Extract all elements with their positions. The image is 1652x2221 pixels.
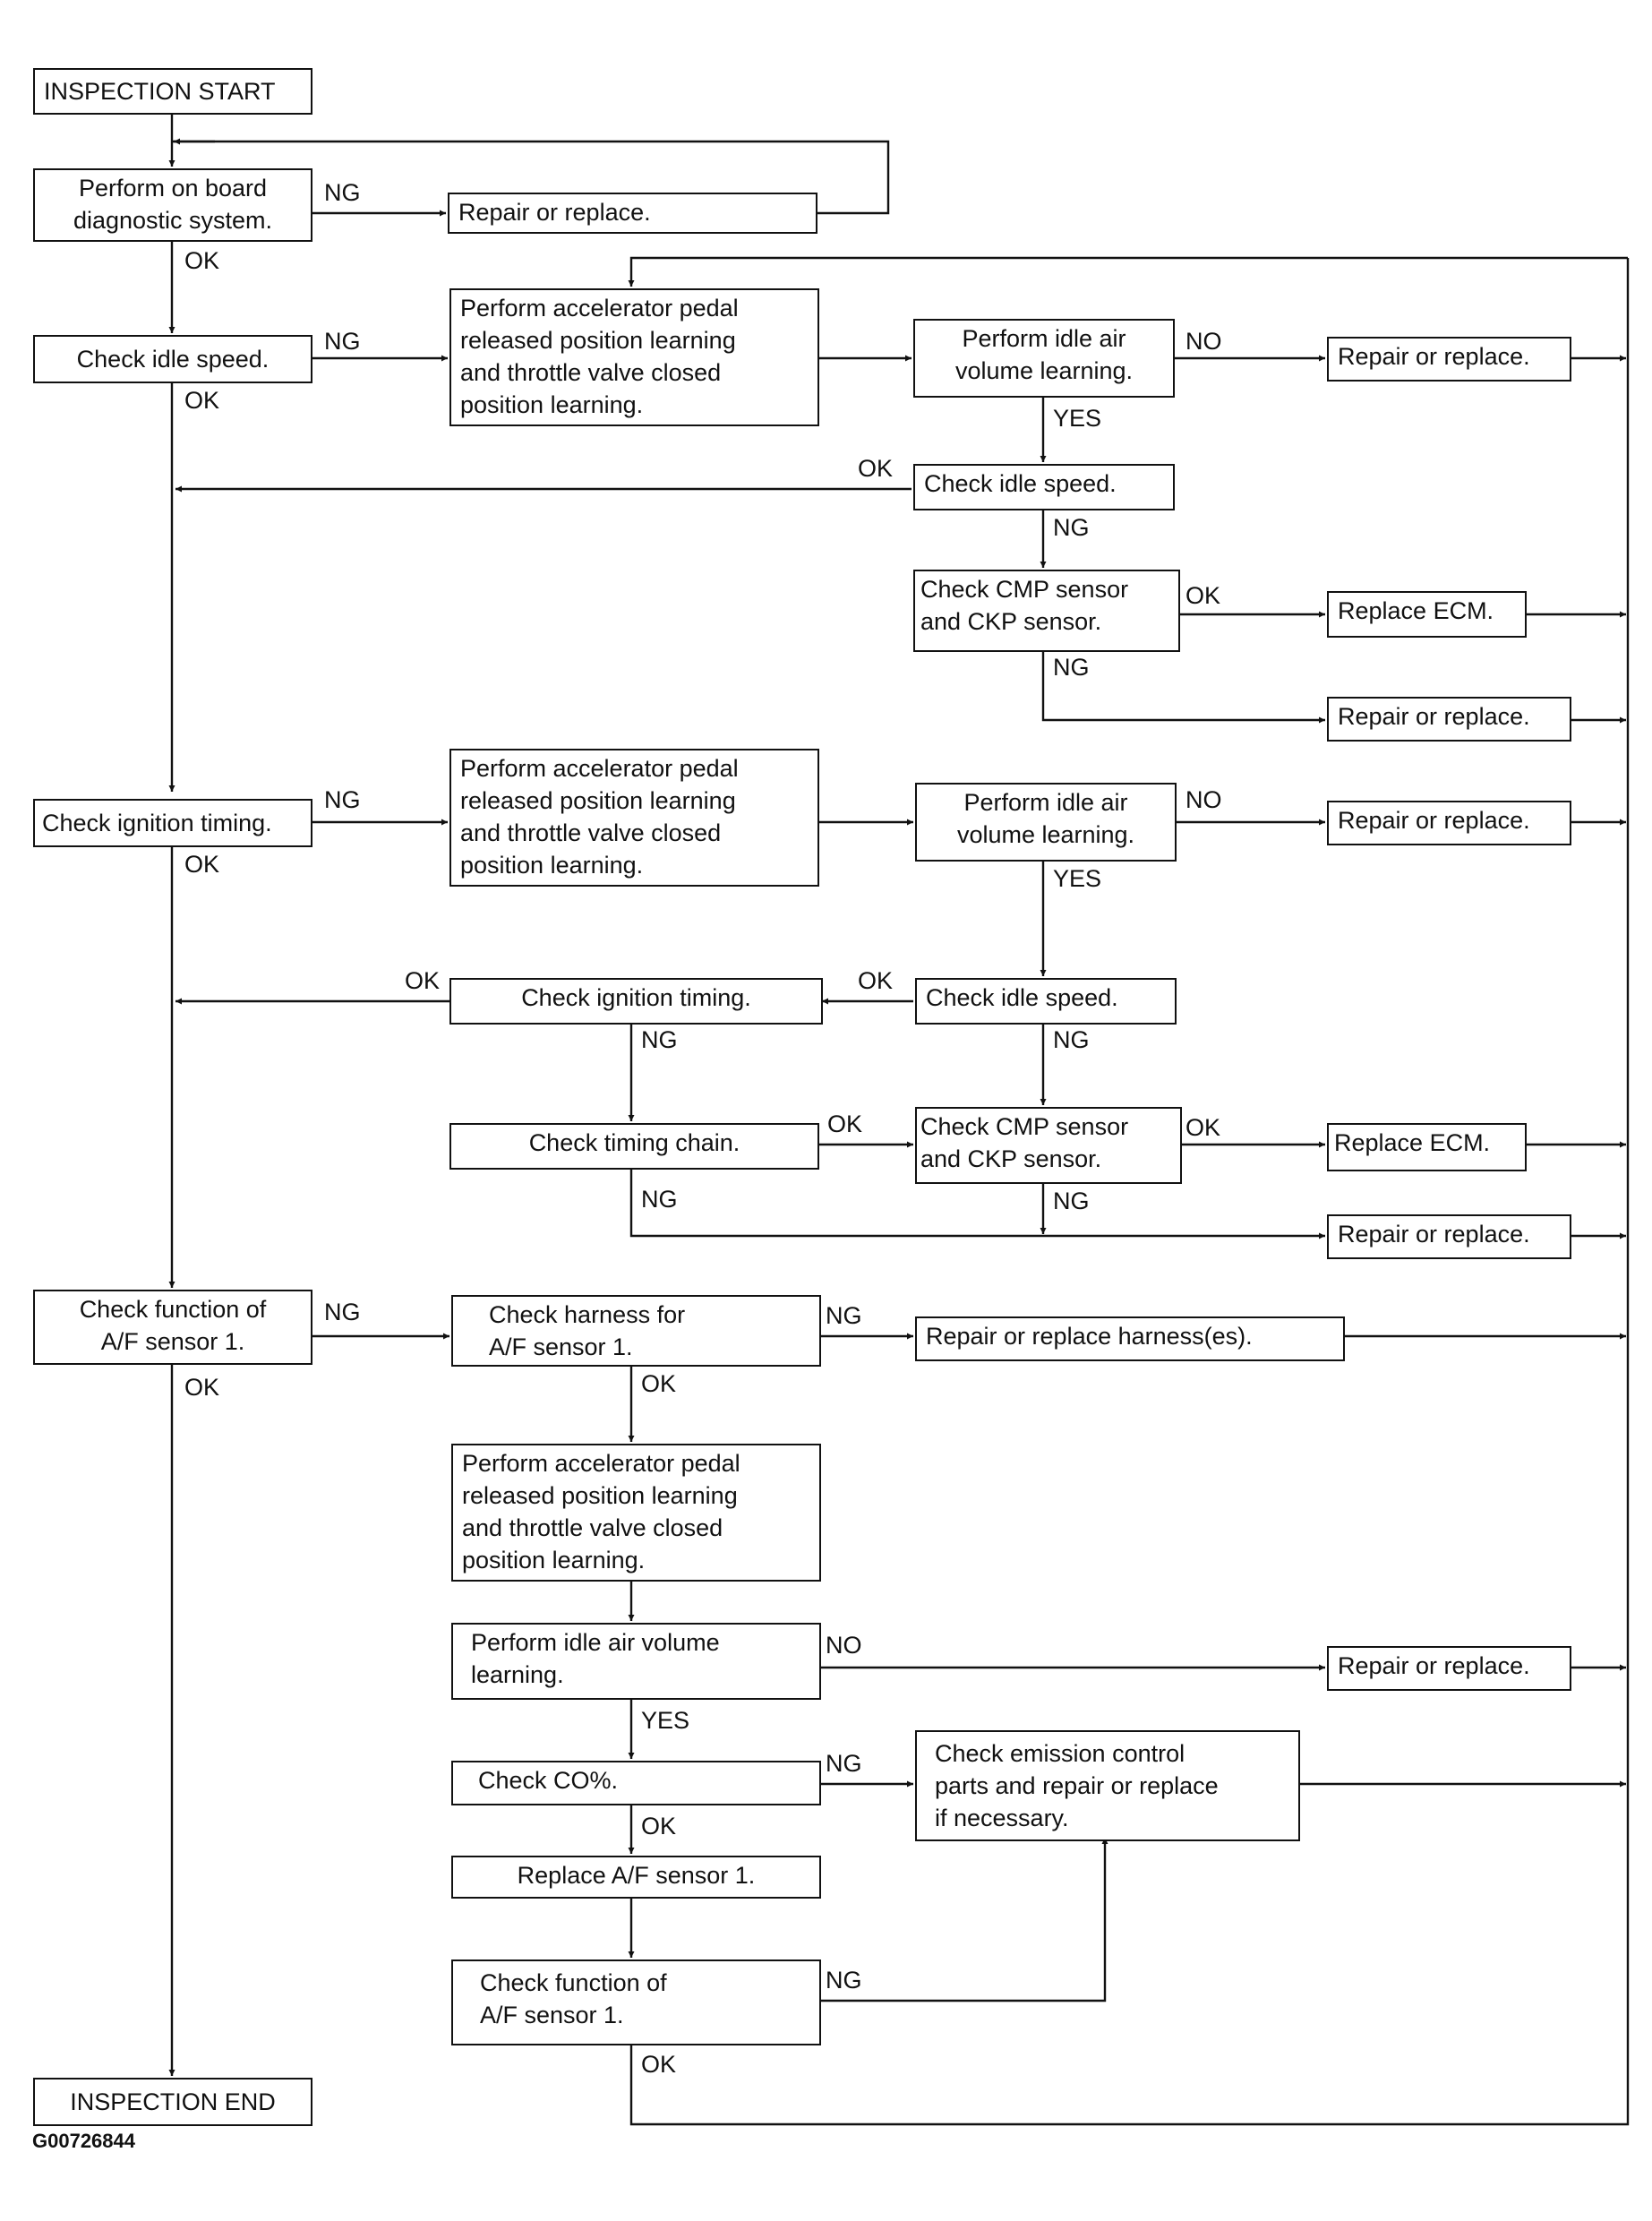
node-check-af-sensor-2: Check function of A/F sensor 1.: [451, 1959, 821, 2045]
branch-label: NG: [324, 786, 361, 813]
branch-label: OK: [858, 455, 894, 482]
node-inspection-start: INSPECTION START: [33, 68, 312, 115]
branch-label: OK: [858, 967, 894, 994]
connector-chain-repair5: [629, 1168, 1325, 1239]
node-replace-af-sensor: Replace A/F sensor 1.: [451, 1856, 821, 1899]
branch-label: OK: [641, 1370, 677, 1397]
branch-label: OK: [184, 247, 220, 274]
branch-label: NG: [1053, 1026, 1090, 1053]
branch-label: OK: [184, 851, 220, 878]
node-learning-2: Perform accelerator pedal released posit…: [449, 749, 819, 887]
node-inspection-end: INSPECTION END: [33, 2078, 312, 2126]
node-repair-harness: Repair or replace harness(es).: [915, 1316, 1345, 1361]
branch-label: OK: [184, 1374, 220, 1401]
branch-label: NG: [324, 328, 361, 355]
branch-label: OK: [827, 1110, 863, 1137]
branch-label: YES: [641, 1707, 690, 1734]
node-learning-1: Perform accelerator pedal released posit…: [449, 288, 819, 426]
node-repair-replace-2: Repair or replace.: [1327, 337, 1571, 382]
branch-label: NG: [641, 1186, 678, 1213]
branch-label: OK: [184, 387, 220, 414]
node-learning-3: Perform accelerator pedal released posit…: [451, 1444, 821, 1582]
node-idle-air-learning-1: Perform idle air volume learning.: [913, 319, 1175, 398]
node-repair-replace-3: Repair or replace.: [1327, 697, 1571, 742]
node-check-emission-parts: Check emission control parts and repair …: [915, 1730, 1300, 1841]
node-idle-air-learning-3: Perform idle air volume learning.: [451, 1623, 821, 1700]
branch-label: YES: [1053, 405, 1102, 432]
branch-label: NG: [324, 1299, 361, 1325]
connector-right-rail: [629, 258, 1630, 2126]
branch-label: NG: [826, 1750, 862, 1777]
branch-label: NG: [1053, 654, 1090, 681]
connector-cmp1-repair3: [1041, 652, 1325, 724]
node-idle-air-learning-2: Perform idle air volume learning.: [915, 783, 1177, 862]
connector-af2-emission: [818, 1838, 1108, 2002]
branch-label: OK: [641, 1813, 677, 1839]
node-check-af-sensor-1: Check function of A/F sensor 1.: [33, 1290, 312, 1365]
node-perform-obd: Perform on board diagnostic system.: [33, 168, 312, 242]
branch-label: NG: [324, 179, 361, 206]
node-check-ignition-timing-1: Check ignition timing.: [33, 799, 312, 847]
branch-label: NO: [1186, 786, 1222, 813]
branch-label: NG: [1053, 514, 1090, 541]
node-check-timing-chain: Check timing chain.: [449, 1123, 819, 1170]
node-check-ignition-timing-2: Check ignition timing.: [449, 978, 823, 1025]
branch-label: NO: [826, 1632, 862, 1659]
node-check-co: Check CO%.: [451, 1761, 821, 1805]
node-repair-replace-1: Repair or replace.: [448, 193, 817, 234]
node-check-harness: Check harness for A/F sensor 1.: [451, 1295, 821, 1367]
node-repair-replace-4: Repair or replace.: [1327, 801, 1571, 845]
node-repair-replace-6: Repair or replace.: [1327, 1646, 1571, 1691]
node-check-idle-speed-3: Check idle speed.: [915, 978, 1177, 1025]
branch-label: OK: [641, 2051, 677, 2078]
connector-repair1-loop: [172, 140, 890, 215]
connector-rail-top: [628, 256, 1628, 287]
node-repair-replace-5: Repair or replace.: [1327, 1214, 1571, 1259]
branch-label: NG: [826, 1967, 862, 1994]
branch-label: YES: [1053, 865, 1102, 892]
branch-label: NG: [1053, 1188, 1090, 1214]
branch-label: OK: [1186, 1114, 1221, 1141]
node-check-idle-speed-1: Check idle speed.: [33, 335, 312, 383]
branch-label: NG: [641, 1026, 678, 1053]
node-replace-ecm-1: Replace ECM.: [1327, 591, 1527, 638]
node-replace-ecm-2: Replace ECM.: [1327, 1123, 1527, 1171]
node-check-cmp-ckp-1: Check CMP sensor and CKP sensor.: [913, 570, 1180, 652]
branch-label: NO: [1186, 328, 1222, 355]
node-check-idle-speed-2: Check idle speed.: [913, 464, 1175, 510]
node-check-cmp-ckp-2: Check CMP sensor and CKP sensor.: [915, 1107, 1182, 1184]
branch-label: OK: [405, 967, 441, 994]
branch-label: NG: [826, 1302, 862, 1329]
figure-code: G00726844: [32, 2130, 135, 2152]
branch-label: OK: [1186, 582, 1221, 609]
